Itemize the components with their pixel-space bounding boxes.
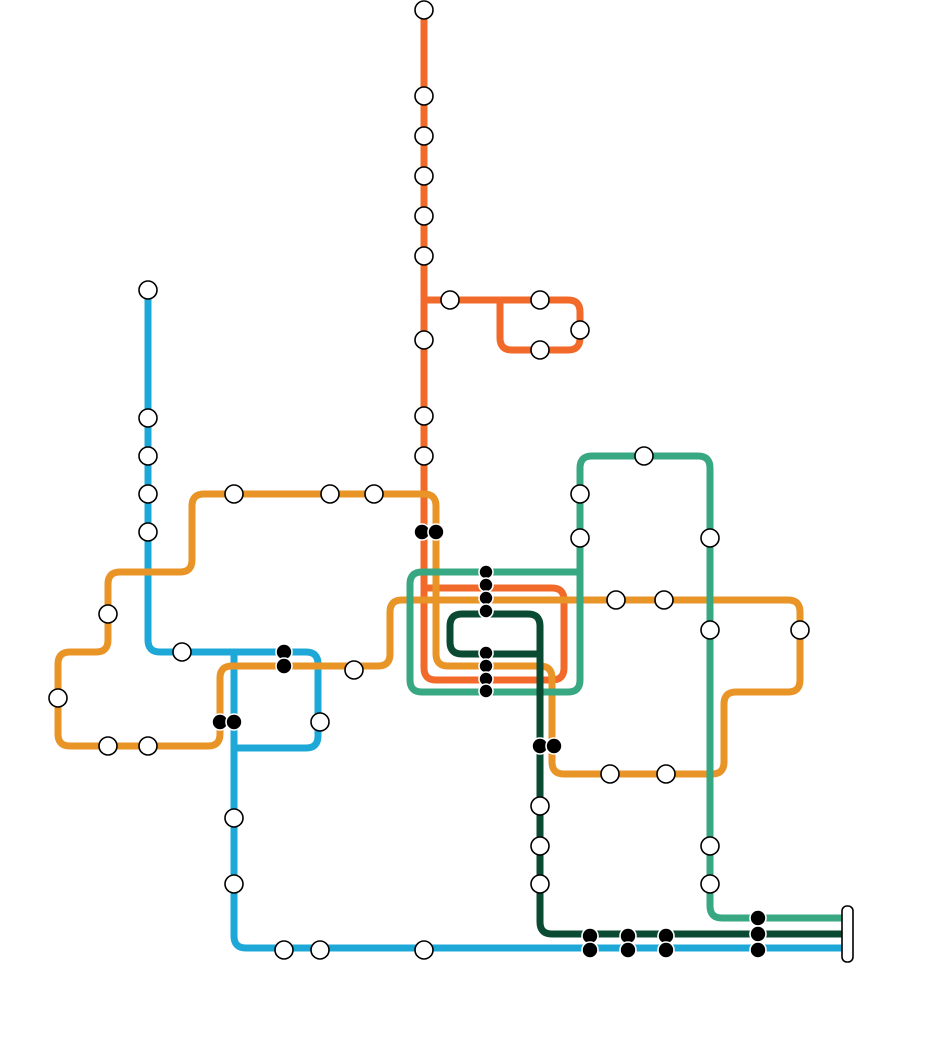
station[interactable] xyxy=(530,340,550,360)
interchange-station[interactable] xyxy=(478,645,494,661)
station[interactable] xyxy=(570,484,590,504)
station[interactable] xyxy=(600,764,620,784)
station[interactable] xyxy=(98,736,118,756)
line-blue xyxy=(144,286,852,952)
stations-blue xyxy=(138,280,434,960)
station[interactable] xyxy=(138,484,158,504)
interchange-station[interactable] xyxy=(478,683,494,699)
stations-orange-red xyxy=(414,0,590,466)
interchange-station[interactable] xyxy=(478,564,494,580)
station[interactable] xyxy=(310,712,330,732)
station[interactable] xyxy=(48,688,68,708)
station[interactable] xyxy=(530,796,550,816)
terminal-marker[interactable] xyxy=(841,905,854,963)
stations-teal xyxy=(570,446,720,894)
interchange-station[interactable] xyxy=(581,941,599,959)
station[interactable] xyxy=(274,940,294,960)
station[interactable] xyxy=(634,446,654,466)
station[interactable] xyxy=(414,330,434,350)
station[interactable] xyxy=(656,764,676,784)
station[interactable] xyxy=(172,642,192,662)
station[interactable] xyxy=(790,620,810,640)
station[interactable] xyxy=(364,484,384,504)
station[interactable] xyxy=(700,620,720,640)
station[interactable] xyxy=(414,166,434,186)
line-teal xyxy=(406,452,852,922)
interchange-station[interactable] xyxy=(545,737,563,755)
interchange-station[interactable] xyxy=(478,603,494,619)
line-dark-green xyxy=(446,610,852,938)
station[interactable] xyxy=(700,836,720,856)
station[interactable] xyxy=(654,590,674,610)
station[interactable] xyxy=(138,736,158,756)
station[interactable] xyxy=(606,590,626,610)
interchange-station[interactable] xyxy=(478,590,494,606)
station[interactable] xyxy=(224,484,244,504)
interchange-station[interactable] xyxy=(427,523,445,541)
station[interactable] xyxy=(310,940,330,960)
stations-dark-green xyxy=(530,796,550,894)
station[interactable] xyxy=(414,406,434,426)
station[interactable] xyxy=(414,126,434,146)
station[interactable] xyxy=(138,280,158,300)
station[interactable] xyxy=(570,528,590,548)
station[interactable] xyxy=(700,528,720,548)
station[interactable] xyxy=(570,320,590,340)
station[interactable] xyxy=(414,940,434,960)
interchange-station[interactable] xyxy=(749,909,767,927)
line-orange-red xyxy=(420,6,584,684)
interchange-station[interactable] xyxy=(749,941,767,959)
station[interactable] xyxy=(224,874,244,894)
station[interactable] xyxy=(320,484,340,504)
station[interactable] xyxy=(530,836,550,856)
station[interactable] xyxy=(224,808,244,828)
interchange-station[interactable] xyxy=(619,941,637,959)
stations-orange xyxy=(48,484,810,784)
line-orange xyxy=(54,490,804,778)
interchange-station[interactable] xyxy=(749,925,767,943)
interchange-station[interactable] xyxy=(275,657,293,675)
station[interactable] xyxy=(530,874,550,894)
station[interactable] xyxy=(440,290,460,310)
station[interactable] xyxy=(98,604,118,624)
station[interactable] xyxy=(414,206,434,226)
interchanges xyxy=(211,523,767,959)
interchange-station[interactable] xyxy=(478,577,494,593)
station[interactable] xyxy=(138,522,158,542)
station[interactable] xyxy=(138,408,158,428)
station[interactable] xyxy=(414,446,434,466)
station[interactable] xyxy=(414,0,434,20)
interchange-station[interactable] xyxy=(478,658,494,674)
station[interactable] xyxy=(138,446,158,466)
interchange-station[interactable] xyxy=(225,713,243,731)
station[interactable] xyxy=(530,290,550,310)
station[interactable] xyxy=(344,660,364,680)
station[interactable] xyxy=(700,874,720,894)
station[interactable] xyxy=(414,86,434,106)
station[interactable] xyxy=(414,246,434,266)
interchange-station[interactable] xyxy=(657,941,675,959)
